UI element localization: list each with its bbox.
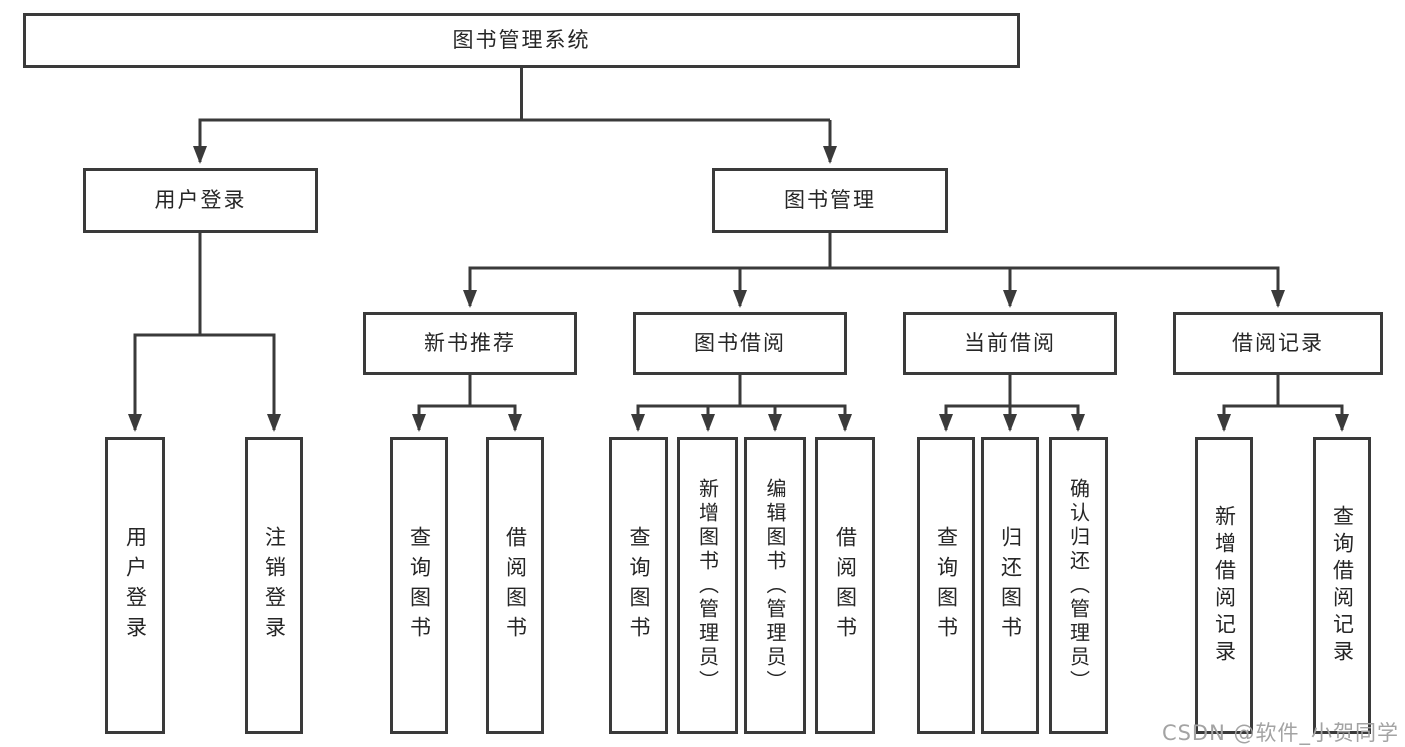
node-library-management-system: 图书管理系统 bbox=[23, 13, 1020, 68]
leaf-add-books-admin: 新增图书（管理员） bbox=[677, 437, 738, 734]
leaf-edit-books-admin: 编辑图书（管理员） bbox=[744, 437, 806, 734]
leaf-query-books-current: 查询图书 bbox=[917, 437, 975, 734]
leaf-confirm-return-admin: 确认归还（管理员） bbox=[1049, 437, 1108, 734]
leaf-borrow-books: 借阅图书 bbox=[815, 437, 875, 734]
leaf-add-borrow-record: 新增借阅记录 bbox=[1195, 437, 1253, 734]
leaf-query-books-recommend: 查询图书 bbox=[390, 437, 448, 734]
node-current-borrowing: 当前借阅 bbox=[903, 312, 1117, 375]
leaf-user-login: 用户登录 bbox=[105, 437, 165, 734]
csdn-watermark: CSDN @软件_小贺同学 bbox=[1161, 721, 1399, 745]
leaf-borrow-books-recommend: 借阅图书 bbox=[486, 437, 544, 734]
node-book-borrowing: 图书借阅 bbox=[633, 312, 847, 375]
node-new-book-recommendation: 新书推荐 bbox=[363, 312, 577, 375]
leaf-query-books-borrow: 查询图书 bbox=[609, 437, 668, 734]
node-borrowing-records: 借阅记录 bbox=[1173, 312, 1383, 375]
leaf-return-books: 归还图书 bbox=[981, 437, 1039, 734]
node-book-management: 图书管理 bbox=[712, 168, 948, 233]
node-user-login: 用户登录 bbox=[83, 168, 318, 233]
leaf-query-borrow-record: 查询借阅记录 bbox=[1313, 437, 1371, 734]
leaf-logout: 注销登录 bbox=[245, 437, 303, 734]
